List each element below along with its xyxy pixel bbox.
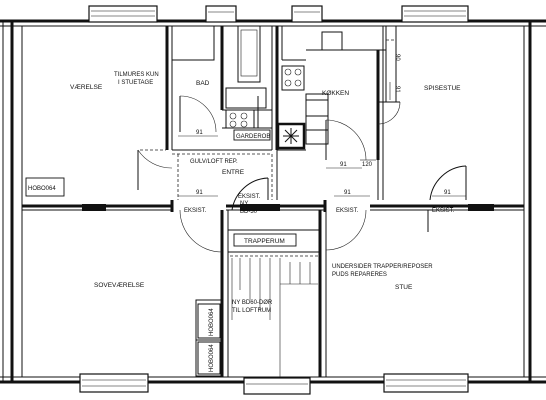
hob-stack — [195, 299, 223, 377]
note-gulv-loft: GULV/LOFT REP. — [190, 159, 238, 165]
hob-stack-bottom-label: HOBO064 — [209, 344, 215, 372]
room-trapperum: TRAPPERUM — [244, 238, 285, 245]
dim-91-koekken: 91 — [340, 162, 347, 168]
dim-91-bad: 91 — [196, 130, 203, 136]
room-spisestue: SPISESTUE — [424, 85, 461, 92]
room-bad: BAD — [196, 80, 210, 87]
note-ny-bd60-2: TIL LOFTRUM — [232, 308, 271, 314]
dim-91-trapperum: 91 — [344, 190, 351, 196]
note-eksist-4: EKSIST. — [432, 208, 455, 214]
dim-91-spisestue: 91 — [444, 190, 451, 196]
interior-walls — [22, 25, 524, 377]
hob-stack-top-label: HOBO064 — [209, 308, 215, 336]
dim-91-entre: 91 — [196, 190, 203, 196]
room-vaerelse: VÆRELSE — [70, 84, 103, 91]
dimension-labels: 91 91 91 91 91 120 90 91 — [196, 54, 451, 196]
room-labels: VÆRELSE BAD KØKKEN SPISESTUE GARDEROB EN… — [70, 80, 461, 291]
dim-90: 90 — [394, 54, 400, 61]
windows-top — [88, 5, 469, 23]
note-undersider-2: PUDS REPARERES — [332, 272, 387, 278]
trapperum-box — [233, 233, 297, 247]
note-ny-bd30-1: NY — [240, 201, 248, 207]
room-sovevaerelse: SOVEVÆRELSE — [94, 282, 145, 289]
note-undersider-1: UNDERSIDER TRAPPER/REPOSER — [332, 264, 433, 270]
dim-91-vertical: 91 — [394, 86, 400, 93]
hob-left-label: HOBO064 — [28, 186, 56, 192]
hob-left-box — [25, 177, 65, 197]
room-garderobe: GARDEROB — [236, 134, 270, 140]
note-eksist-3: EKSIST. — [336, 208, 359, 214]
room-stue: STUE — [395, 284, 413, 291]
note-ny-bd60-1: NY BD60-DØR — [232, 300, 273, 306]
notes: TILMURES KUN I STUETAGE GULV/LOFT REP. U… — [114, 72, 455, 314]
hob-labels: HOBO064 HOBO064 HOBO064 — [28, 186, 215, 372]
room-entre: ENTRE — [222, 169, 245, 176]
note-tilmures-1: TILMURES KUN — [114, 72, 159, 78]
note-eksist-1: EKSIST. — [184, 208, 207, 214]
note-ny-bd30-2: BD-30 — [240, 209, 258, 215]
doors — [137, 95, 467, 253]
dimension-marks — [178, 82, 466, 197]
room-koekken: KØKKEN — [322, 90, 349, 97]
garderobe-box — [233, 129, 271, 141]
note-tilmures-2: I STUETAGE — [118, 80, 153, 86]
note-eksist-2: EKSIST. — [238, 194, 261, 200]
dim-120: 120 — [362, 162, 373, 168]
outer-walls — [0, 19, 546, 384]
windows-bottom — [79, 373, 469, 395]
